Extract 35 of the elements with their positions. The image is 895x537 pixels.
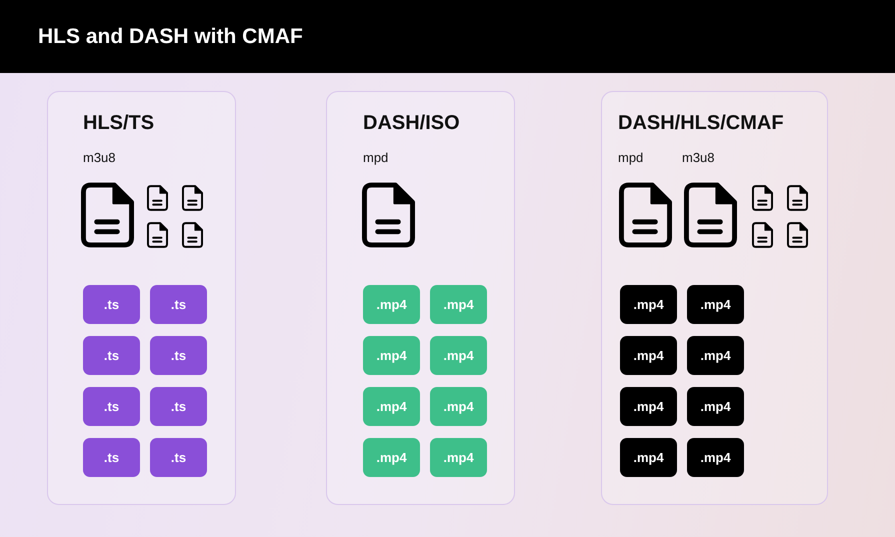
file-segment-tile: .mp4: [363, 438, 420, 477]
group-panel: [47, 91, 236, 505]
file-type-label: m3u8: [682, 150, 715, 166]
file-segment-tile: .mp4: [430, 285, 487, 324]
file-segment-tile: .ts: [150, 285, 207, 324]
file-segment-tile: .ts: [83, 336, 140, 375]
file-segment-tile: .mp4: [687, 336, 744, 375]
file-segment-tile: .ts: [83, 387, 140, 426]
diagram-title: HLS and DASH with CMAF: [38, 24, 303, 50]
file-segment-tile: .mp4: [363, 387, 420, 426]
file-type-label: m3u8: [83, 150, 116, 166]
file-segment-tile: .mp4: [363, 285, 420, 324]
panel-heading: DASH/ISO: [363, 111, 460, 135]
file-segment-tile: .mp4: [687, 438, 744, 477]
file-segment-tile: .ts: [150, 387, 207, 426]
file-segment-tile: .ts: [83, 285, 140, 324]
file-segment-tile: .mp4: [687, 387, 744, 426]
file-segment-tile: .ts: [150, 336, 207, 375]
file-type-label: mpd: [618, 150, 644, 166]
file-segment-tile: .mp4: [620, 285, 677, 324]
file-segment-tile: .mp4: [363, 336, 420, 375]
file-segment-tile: .ts: [83, 438, 140, 477]
file-segment-tile: .mp4: [620, 387, 677, 426]
file-segment-tile: .mp4: [430, 438, 487, 477]
panel-heading: DASH/HLS/CMAF: [618, 111, 784, 135]
file-segment-tile: .mp4: [687, 285, 744, 324]
file-segment-tile: .mp4: [620, 438, 677, 477]
file-segment-tile: .mp4: [620, 336, 677, 375]
file-type-label: mpd: [363, 150, 388, 166]
file-segment-tile: .mp4: [430, 336, 487, 375]
group-panel: [326, 91, 515, 505]
file-segment-tile: .mp4: [430, 387, 487, 426]
panel-heading: HLS/TS: [83, 111, 154, 135]
group-panel: [601, 91, 828, 505]
file-segment-tile: .ts: [150, 438, 207, 477]
